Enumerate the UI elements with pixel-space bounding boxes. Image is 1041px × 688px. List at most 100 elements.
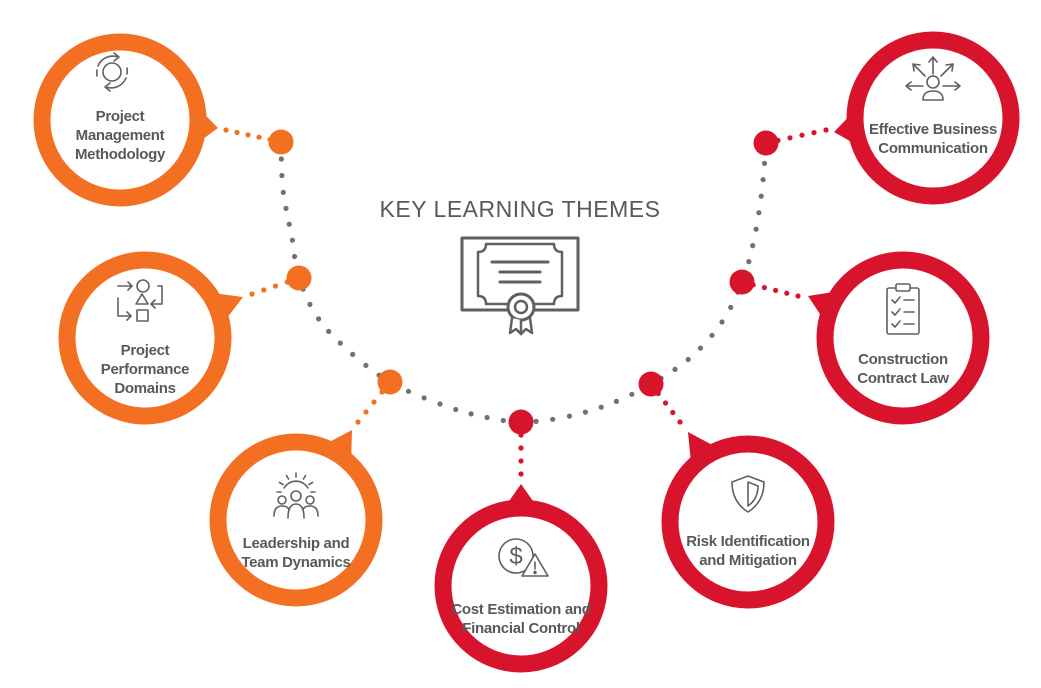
arc-node xyxy=(286,265,312,291)
arc-dot xyxy=(421,395,427,401)
connector-dot xyxy=(773,287,779,293)
theme-label-line: Communication xyxy=(878,140,988,157)
connector-dot xyxy=(256,134,262,140)
arc-dot xyxy=(746,259,752,265)
shapes-process-icon xyxy=(117,279,163,322)
arc-dot xyxy=(598,404,604,410)
arc-dot xyxy=(280,189,286,195)
arc-dot xyxy=(405,388,412,394)
arc-node xyxy=(377,369,403,395)
page-title: KEY LEARNING THEMES xyxy=(379,196,661,222)
shield-icon xyxy=(731,475,765,513)
connector-dot xyxy=(234,129,240,135)
arc-dot xyxy=(484,414,490,421)
arc-dot xyxy=(758,193,764,199)
theme-bubble-effective-business-communication xyxy=(846,31,1020,205)
connector-dot xyxy=(223,127,229,133)
arc-node xyxy=(753,130,779,156)
connector-dot xyxy=(363,409,369,415)
arc-dot xyxy=(292,253,298,260)
dollar-warning-icon: $ xyxy=(498,538,549,577)
theme-bubble-project-management-methodology xyxy=(33,33,207,207)
theme-label-line: Methodology xyxy=(74,145,166,163)
connector-dot xyxy=(795,293,801,299)
arc-dot xyxy=(709,332,715,338)
arc-nodes xyxy=(268,129,779,435)
connector-dot xyxy=(518,445,524,451)
arc-dot xyxy=(728,304,734,310)
arc-dot xyxy=(550,416,556,422)
arc-dot xyxy=(500,417,506,424)
connector-dot xyxy=(249,291,255,297)
connector-dot xyxy=(518,471,524,477)
arc-dot xyxy=(453,406,459,413)
arc-node xyxy=(638,371,664,397)
connector-dot xyxy=(811,130,817,136)
dollar-sign: $ xyxy=(509,543,522,570)
theme-bubble-leadership-team-dynamics xyxy=(209,433,383,607)
theme-icons: $ xyxy=(95,52,961,577)
arc-dot xyxy=(326,328,332,334)
theme-label-line: Leadership and xyxy=(242,535,350,552)
arc-dot xyxy=(533,418,539,424)
arc-dot xyxy=(283,205,289,211)
arc-dot xyxy=(566,413,573,419)
theme-label-risk-identification-mitigation: Risk Identification and Mitigation xyxy=(668,526,828,576)
arc-dot xyxy=(437,401,443,407)
connector-dot xyxy=(371,399,377,405)
connector-dot xyxy=(799,132,805,138)
connector-dot xyxy=(272,283,279,289)
connector-dot xyxy=(261,287,267,293)
arc-dot xyxy=(629,391,635,397)
theme-label-line: Performance xyxy=(100,360,190,378)
theme-label-line: and Mitigation xyxy=(699,552,797,569)
arc-dot xyxy=(289,237,295,243)
connector-dot xyxy=(761,285,768,291)
arc-dot xyxy=(613,398,620,404)
arc-dot xyxy=(278,156,284,162)
arc-dot xyxy=(697,345,704,351)
connector-dot xyxy=(787,135,793,141)
arc-dot xyxy=(286,221,292,227)
connector-dot xyxy=(518,458,524,464)
connector-dot xyxy=(670,409,676,416)
arc-dot xyxy=(279,172,285,179)
arc-dot xyxy=(685,356,691,363)
arc-dot xyxy=(760,177,766,183)
theme-bubble-construction-contract-law xyxy=(816,251,990,425)
arc-dot xyxy=(761,160,768,166)
arc-dot xyxy=(582,409,589,415)
theme-bubble-cost-estimation-financial-control xyxy=(434,499,608,673)
clipboard-checklist-icon xyxy=(886,283,920,335)
team-gear-icon xyxy=(273,472,319,519)
arc-dot xyxy=(468,411,474,417)
connector-dot xyxy=(823,127,829,133)
connector-dot xyxy=(662,400,669,406)
connector-dot xyxy=(677,419,683,425)
theme-label-line: Project xyxy=(95,107,145,125)
arc-dot xyxy=(756,210,762,216)
arc-dot xyxy=(337,340,343,346)
arc-dot xyxy=(363,362,369,368)
theme-bubble-project-performance-domains xyxy=(58,251,232,425)
arc-dot xyxy=(316,316,322,322)
arc-dot xyxy=(307,301,313,307)
cycle-arrows-icon xyxy=(95,52,129,92)
theme-bubbles xyxy=(33,31,1020,673)
connector-dot xyxy=(355,419,361,425)
theme-label-line: Effective Business xyxy=(869,121,997,138)
arc-node xyxy=(508,409,534,435)
theme-label-line: Construction xyxy=(858,351,948,368)
arc-dot xyxy=(750,243,756,249)
theme-label-line: Team Dynamics xyxy=(241,554,351,571)
arc-node xyxy=(729,269,755,295)
theme-label-line: Domains xyxy=(114,379,176,397)
theme-label-line: Risk Identification xyxy=(686,533,810,550)
